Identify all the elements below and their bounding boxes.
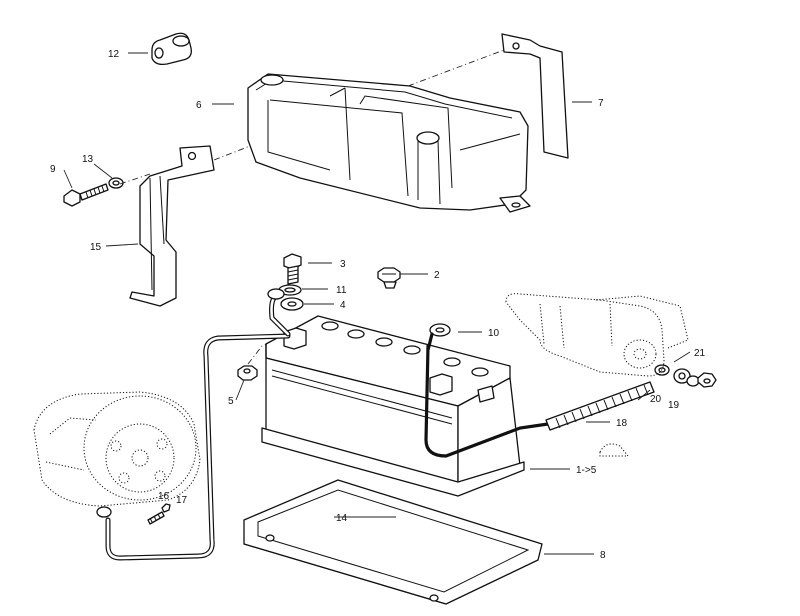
callout-21: 21 — [694, 348, 706, 359]
callout-10: 10 — [488, 328, 500, 339]
callout-14: 14 — [336, 513, 348, 524]
callout-15: 15 — [90, 242, 102, 253]
callout-19: 19 — [668, 400, 680, 411]
nut-part-19 — [697, 372, 717, 388]
battery-tray-part-8 — [243, 479, 543, 605]
washer-part-11 — [278, 284, 302, 296]
callout-12: 12 — [108, 49, 120, 60]
callout-6: 6 — [196, 100, 202, 111]
nut-part-5 — [237, 365, 258, 381]
starter-cable-part-18 — [545, 381, 655, 431]
callout-1-5: 1->5 — [576, 465, 597, 476]
callout-13: 13 — [82, 154, 94, 165]
washer-part-20 — [673, 368, 700, 387]
hold-down-bracket-part — [129, 145, 215, 307]
lock-washer-part-17 — [161, 503, 171, 513]
leader-lines — [63, 52, 691, 555]
ground-cable — [96, 288, 291, 561]
callout-11: 11 — [336, 285, 347, 296]
vent-cap-part-2 — [377, 267, 401, 289]
bolt-part-9 — [63, 183, 109, 207]
callout-20: 20 — [650, 394, 662, 405]
washer-part-4 — [280, 297, 304, 311]
terminal-bolt-part-3 — [283, 253, 302, 285]
alignment-line — [407, 49, 505, 87]
callout-4: 4 — [340, 300, 346, 311]
starter-motor — [505, 293, 689, 457]
callout-5: 5 — [228, 396, 234, 407]
callout-16: 16 — [158, 491, 170, 502]
callout-18: 18 — [616, 418, 628, 429]
callout-7: 7 — [598, 98, 604, 109]
terminal-cap-part — [151, 32, 192, 66]
washer-part-13 — [108, 177, 124, 189]
battery-cover-part — [247, 73, 531, 213]
positive-cable-part-10 — [424, 323, 550, 458]
battery-part — [261, 315, 525, 497]
callout-8: 8 — [600, 550, 606, 561]
callout-3: 3 — [340, 259, 346, 270]
alignment-line — [119, 145, 251, 185]
callout-17: 17 — [176, 495, 188, 506]
callout-9: 9 — [50, 164, 56, 175]
flywheel-housing — [33, 391, 201, 507]
alignment-line — [247, 335, 285, 365]
callout-2: 2 — [434, 270, 440, 281]
screw-part-16 — [147, 511, 165, 525]
support-bracket-part — [501, 33, 569, 159]
